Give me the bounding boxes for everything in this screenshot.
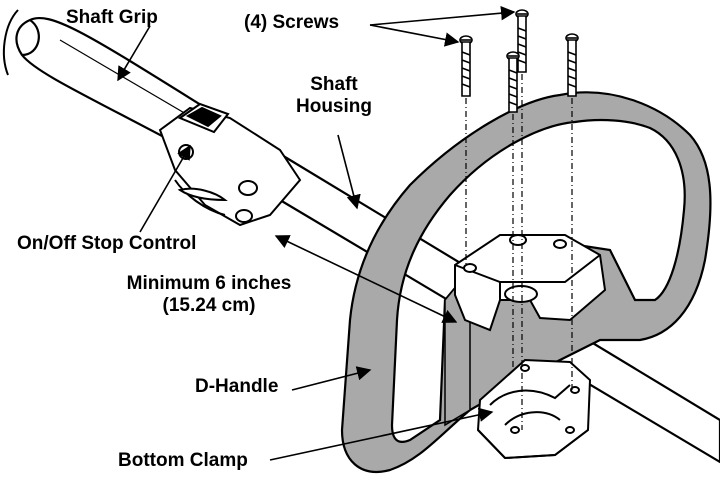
screws <box>459 9 579 113</box>
label-shaft-housing-line1: Shaft <box>310 74 358 95</box>
label-on-off-stop-control: On/Off Stop Control <box>17 233 197 254</box>
label-minimum-line1: Minimum 6 inches <box>126 273 292 294</box>
screw-4 <box>565 33 579 97</box>
label-minimum-distance: Minimum 6 inches (15.24 cm) <box>98 273 320 317</box>
screw-3 <box>506 51 520 113</box>
label-screws: (4) Screws <box>244 12 340 33</box>
alignment-lines <box>465 74 573 430</box>
label-minimum-line2: (15.24 cm) <box>162 295 256 316</box>
screw-2 <box>515 9 529 73</box>
bottom-clamp <box>476 358 592 460</box>
leader-lines <box>117 5 516 461</box>
strap-curve <box>2 9 19 76</box>
label-bottom-clamp: Bottom Clamp <box>118 450 248 471</box>
shaft-housing <box>158 102 302 227</box>
top-clamp <box>454 234 607 332</box>
label-shaft-housing: Shaft Housing <box>286 74 382 118</box>
label-d-handle: D-Handle <box>195 376 279 397</box>
label-shaft-housing-line2: Housing <box>296 96 372 117</box>
label-shaft-grip: Shaft Grip <box>66 7 158 28</box>
screw-1 <box>459 35 473 97</box>
